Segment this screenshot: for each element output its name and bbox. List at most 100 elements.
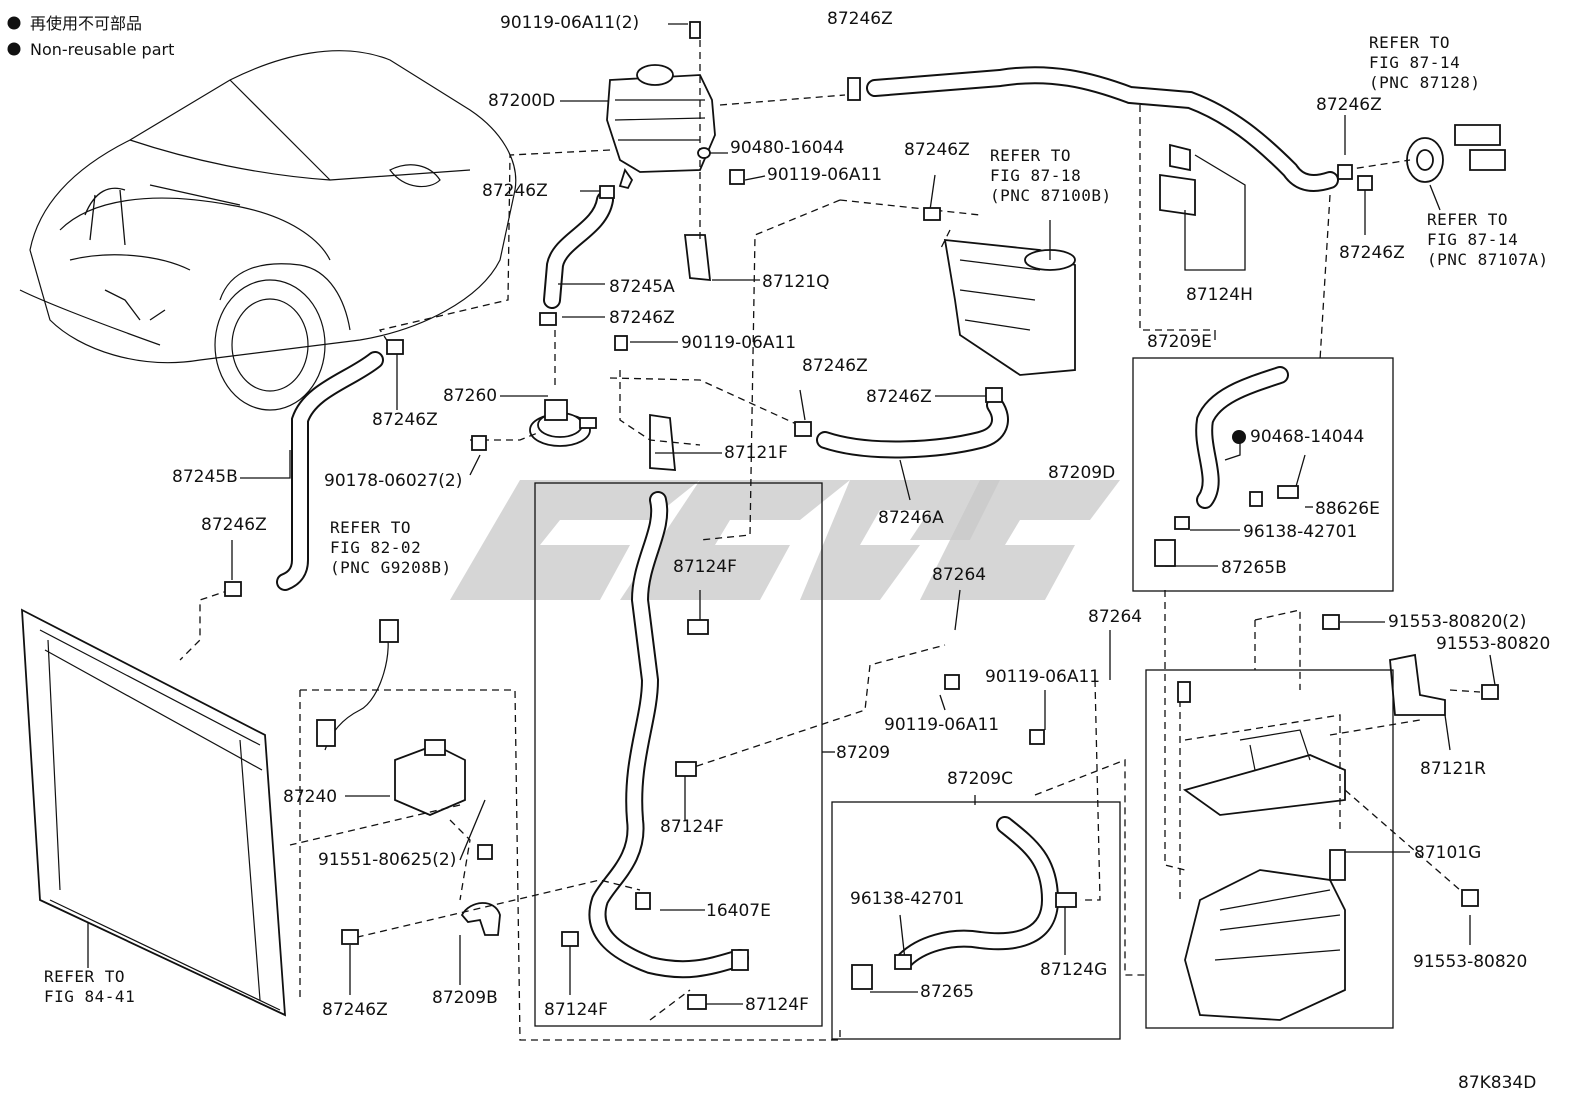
part-label: 87246Z bbox=[827, 9, 893, 29]
bolt-icon bbox=[1029, 729, 1045, 745]
hose-87246A bbox=[816, 396, 1009, 459]
part-label: 87240 bbox=[283, 787, 337, 807]
part-label: 90178-06027(2) bbox=[324, 471, 462, 491]
part-label: 87124F bbox=[544, 1000, 608, 1020]
fasteners bbox=[224, 77, 1499, 1010]
leader-lines bbox=[179, 40, 1481, 1041]
bolt-icon bbox=[477, 844, 493, 860]
refer-ring bbox=[1406, 124, 1506, 183]
legend: 再使用不可部品 Non-reusable part bbox=[7, 14, 174, 59]
bolt-icon bbox=[1481, 684, 1499, 700]
plug-icon bbox=[1249, 491, 1263, 507]
box-87101G bbox=[1145, 669, 1394, 1029]
clamp-icon bbox=[561, 931, 579, 947]
part-label: 87124F bbox=[660, 817, 724, 837]
part-label: 87246Z bbox=[1339, 243, 1405, 263]
part-label: 87265 bbox=[920, 982, 974, 1002]
bracket-87124H bbox=[1159, 143, 1196, 217]
part-label: 87121F bbox=[724, 443, 788, 463]
hose-87245B bbox=[276, 351, 384, 591]
clamp-icon bbox=[1055, 892, 1077, 908]
part-label: 90468-14044 bbox=[1250, 427, 1364, 447]
box-87209D bbox=[1132, 357, 1394, 592]
refer-note-line: FIG 84-41 bbox=[44, 987, 135, 1006]
part-label: 87246Z bbox=[1316, 95, 1382, 115]
bolt-icon bbox=[1177, 681, 1191, 703]
part-label: 87200D bbox=[488, 91, 555, 111]
part-label: 87246Z bbox=[201, 515, 267, 535]
part-label: 91553-80820(2) bbox=[1388, 612, 1526, 632]
part-label: 90119-06A11 bbox=[884, 715, 999, 735]
part-label: 87245A bbox=[609, 277, 675, 297]
refer-note-line: FIG 82-02 bbox=[330, 538, 421, 557]
hose-87209B bbox=[460, 902, 501, 936]
clamp-icon bbox=[794, 421, 812, 437]
non-reusable-dot-icon bbox=[1232, 430, 1246, 444]
part-label: 87264 bbox=[932, 565, 986, 585]
clamp-icon bbox=[675, 761, 697, 777]
clamp-icon bbox=[1357, 175, 1373, 191]
part-label: 87245B bbox=[172, 467, 238, 487]
part-label: 87124F bbox=[673, 557, 737, 577]
part-label: 87209D bbox=[1048, 463, 1115, 483]
valve-87240 bbox=[316, 619, 466, 816]
part-label: 16407E bbox=[706, 901, 771, 921]
refer-note-line: FIG 87-18 bbox=[990, 166, 1081, 185]
water-pump-87260 bbox=[529, 399, 597, 447]
clamp-icon bbox=[894, 954, 912, 970]
solid-leaders bbox=[87, 23, 1496, 1005]
part-label: 91553-80820 bbox=[1413, 952, 1527, 972]
part-label: 87209C bbox=[947, 769, 1013, 789]
vehicle-outline bbox=[19, 50, 517, 411]
legend-en: Non-reusable part bbox=[30, 40, 174, 59]
bolt-icon bbox=[1461, 889, 1479, 907]
hose-end-icon bbox=[731, 949, 749, 971]
part-label: 87246Z bbox=[372, 410, 438, 430]
bolt-icon bbox=[689, 21, 701, 39]
part-label: 87265B bbox=[1221, 558, 1287, 578]
clip-icon bbox=[1277, 485, 1299, 499]
part-label: 87246Z bbox=[904, 140, 970, 160]
hose-87209E bbox=[866, 66, 1339, 192]
connector-icon bbox=[1154, 539, 1176, 567]
bolt-icon bbox=[1322, 614, 1340, 630]
refer-note-line: (PNC 87100B) bbox=[990, 186, 1112, 205]
legend-jp: 再使用不可部品 bbox=[30, 14, 142, 33]
part-label: 87260 bbox=[443, 386, 497, 406]
part-label: 90119-06A11(2) bbox=[500, 13, 639, 33]
part-label: 87209 bbox=[836, 743, 890, 763]
nut-icon bbox=[471, 435, 487, 451]
bracket-87121R bbox=[1389, 653, 1446, 716]
part-label: 87121Q bbox=[762, 272, 829, 292]
part-label: 87209B bbox=[432, 988, 498, 1008]
bolt-icon bbox=[614, 335, 628, 351]
part-label: 96138-42701 bbox=[850, 889, 964, 909]
clamp-icon bbox=[539, 312, 557, 326]
refer-note-line: FIG 87-14 bbox=[1369, 53, 1460, 72]
reservoir-87200D bbox=[606, 21, 716, 190]
clamp-icon bbox=[1174, 516, 1190, 530]
refer-note-line: FIG 87-14 bbox=[1427, 230, 1518, 249]
part-label: 90119-06A11 bbox=[985, 667, 1100, 687]
bracket-87121F bbox=[649, 413, 676, 471]
hose-87209 bbox=[588, 491, 749, 979]
refer-note-line: REFER TO bbox=[1427, 210, 1508, 229]
clamp-icon bbox=[1337, 164, 1353, 180]
part-label: 87101G bbox=[1414, 843, 1481, 863]
radiator bbox=[21, 608, 287, 1017]
refer-note-line: (PNC 87107A) bbox=[1427, 250, 1549, 269]
diagram-id: 87K834D bbox=[1458, 1073, 1536, 1093]
part-label: 90119-06A11 bbox=[767, 165, 882, 185]
bracket-87121Q bbox=[683, 234, 712, 282]
clamp-icon bbox=[687, 619, 709, 635]
connector-icon bbox=[851, 964, 873, 990]
non-reusable-dot-icon bbox=[7, 42, 21, 56]
part-label: 87246Z bbox=[802, 356, 868, 376]
part-labels: 90119-06A11(2)87246Z87200D90480-16044901… bbox=[172, 9, 1550, 1020]
cooler-plate bbox=[1182, 729, 1346, 816]
